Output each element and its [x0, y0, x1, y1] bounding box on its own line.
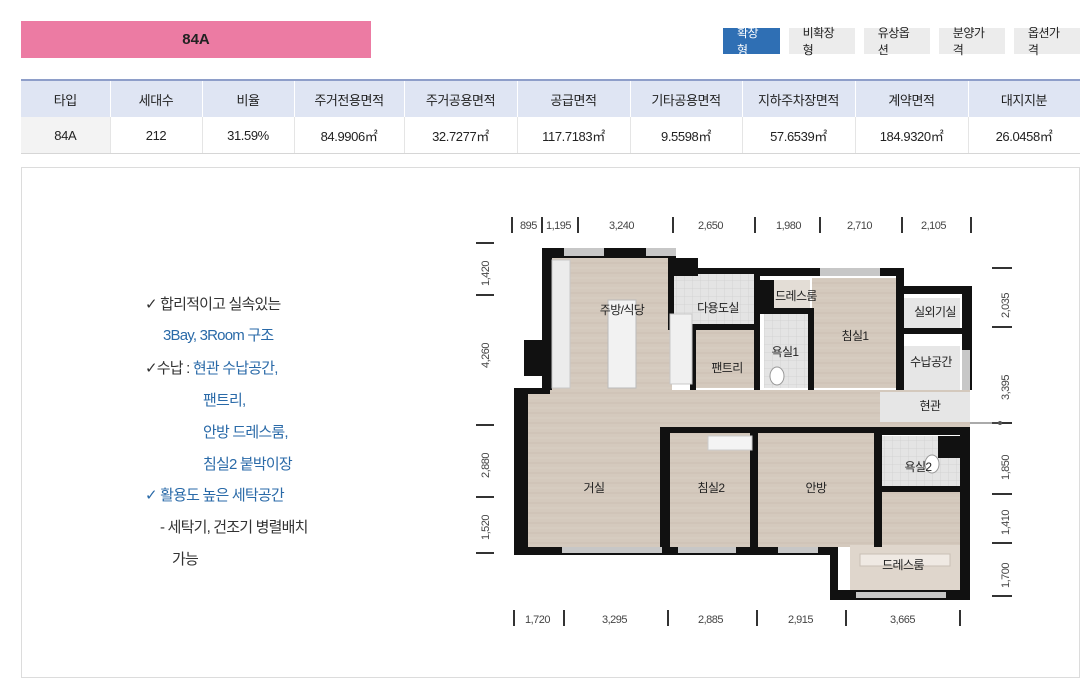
floorplan-drawing: 895 1,195 3,240 2,650 1,980 2,710 2,105 … — [476, 217, 1012, 626]
room-bath-2: 욕실2 — [905, 460, 933, 474]
header-common-area: 주거공용면적 — [404, 79, 518, 117]
room-entrance: 현관 — [920, 399, 941, 413]
dim-top-6: 2,710 — [847, 220, 872, 232]
windows — [562, 248, 970, 598]
dim-top-3: 3,240 — [609, 220, 634, 232]
header-other-common-area: 기타공용면적 — [630, 79, 743, 117]
bottom-dimension-line: 1,720 3,295 2,885 2,915 3,665 — [513, 610, 961, 626]
cell-exclusive-area: 84.9906㎡ — [294, 117, 405, 154]
header-ratio: 비율 — [202, 79, 295, 117]
dim-right-2: 3,395 — [1000, 375, 1012, 400]
cell-ratio: 31.59% — [202, 117, 295, 154]
room-bedroom-1: 침실1 — [842, 329, 870, 343]
header-type: 타입 — [21, 79, 111, 117]
dim-top-7: 2,105 — [921, 220, 946, 232]
spec-header-row: 타입 세대수 비율 주거전용면적 주거공용면적 공급면적 기타공용면적 지하주차… — [21, 79, 1080, 117]
header-households: 세대수 — [110, 79, 203, 117]
tab-sale-price[interactable]: 분양가격 — [938, 26, 1005, 57]
plan-tabs: 확장형 비확장형 유상옵션 분양가격 옵션가격 — [723, 26, 1080, 57]
dim-left-4: 1,520 — [480, 515, 492, 540]
room-outdoor-unit: 실외기실 — [914, 305, 956, 319]
dim-left-1: 1,420 — [480, 261, 492, 286]
tab-option-price[interactable]: 옵션가격 — [1013, 26, 1080, 57]
cell-land-share: 26.0458㎡ — [968, 117, 1080, 154]
cell-supply-area: 117.7183㎡ — [517, 117, 631, 154]
dim-top-1: 895 — [520, 220, 537, 232]
header-contract-area: 계약면적 — [855, 79, 969, 117]
fixtures — [551, 259, 951, 567]
cell-parking-area: 57.6539㎡ — [742, 117, 856, 154]
room-living: 거실 — [584, 481, 605, 495]
dim-bottom-5: 3,665 — [890, 614, 915, 626]
header-land-share: 대지지분 — [968, 79, 1080, 117]
room-pantry: 팬트리 — [711, 361, 742, 375]
cell-households: 212 — [110, 117, 203, 154]
cell-common-area: 32.7277㎡ — [404, 117, 518, 154]
dim-right-5: 1,700 — [1000, 563, 1012, 588]
left-dimension-line: 1,420 4,260 2,880 1,520 — [476, 242, 494, 554]
cell-contract-area: 184.9320㎡ — [855, 117, 969, 154]
top-dimension-line: 895 1,195 3,240 2,650 1,980 2,710 2,105 — [511, 217, 972, 233]
feature-line-2: 3Bay, 3Room 구조 — [163, 327, 274, 344]
room-master: 안방 — [806, 481, 827, 495]
room-labels: 주방/식당 다용도실 드레스룸 침실1 실외기실 욕실1 팬트리 수납공간 현관… — [584, 289, 957, 572]
header-exclusive-area: 주거전용면적 — [294, 79, 405, 117]
dim-top-5: 1,980 — [776, 220, 801, 232]
feature-line-7: ✓ 활용도 높은 세탁공간 — [145, 487, 285, 504]
room-dressroom-1: 드레스룸 — [775, 289, 817, 303]
feature-line-9: 가능 — [172, 551, 199, 568]
room-kitchen: 주방/식당 — [600, 303, 645, 317]
dim-right-1: 2,035 — [1000, 293, 1012, 318]
dim-bottom-4: 2,915 — [788, 614, 813, 626]
room-bedroom-2: 침실2 — [698, 481, 726, 495]
header-parking-area: 지하주차장면적 — [742, 79, 856, 117]
feature-line-3: ✓수납 : 현관 수납공간, — [145, 360, 278, 377]
dim-bottom-1: 1,720 — [525, 614, 550, 626]
dim-left-3: 2,880 — [480, 453, 492, 478]
unit-type-title: 84A — [21, 21, 371, 58]
dim-right-4: 1,410 — [1000, 510, 1012, 535]
dim-bottom-3: 2,885 — [698, 614, 723, 626]
tab-expanded[interactable]: 확장형 — [723, 26, 780, 57]
feature-line-1: ✓ 합리적이고 실속있는 — [145, 296, 281, 313]
cell-type: 84A — [21, 117, 111, 154]
feature-line-4: 팬트리, — [203, 392, 246, 409]
dim-bottom-2: 3,295 — [602, 614, 627, 626]
feature-line-5: 안방 드레스룸, — [203, 424, 289, 441]
spec-data-row: 84A 212 31.59% 84.9906㎡ 32.7277㎡ 117.718… — [21, 117, 1080, 154]
room-bath-1: 욕실1 — [772, 345, 800, 359]
dim-right-3: 1,850 — [1000, 455, 1012, 480]
feature-line-6: 침실2 붙박이장 — [203, 456, 293, 473]
room-storage: 수납공간 — [910, 355, 952, 369]
tab-non-expanded[interactable]: 비확장형 — [788, 26, 855, 57]
room-utility: 다용도실 — [697, 301, 739, 315]
feature-line-8: - 세탁기, 건조기 병렬배치 — [160, 519, 308, 536]
room-dressroom-2: 드레스룸 — [882, 558, 924, 572]
cell-other-common-area: 9.5598㎡ — [630, 117, 743, 154]
spec-table: 타입 세대수 비율 주거전용면적 주거공용면적 공급면적 기타공용면적 지하주차… — [21, 79, 1080, 154]
header-supply-area: 공급면적 — [517, 79, 631, 117]
dim-top-2: 1,195 — [546, 220, 571, 232]
dim-left-2: 4,260 — [480, 343, 492, 368]
dim-top-4: 2,650 — [698, 220, 723, 232]
tab-paid-options[interactable]: 유상옵션 — [863, 26, 930, 57]
